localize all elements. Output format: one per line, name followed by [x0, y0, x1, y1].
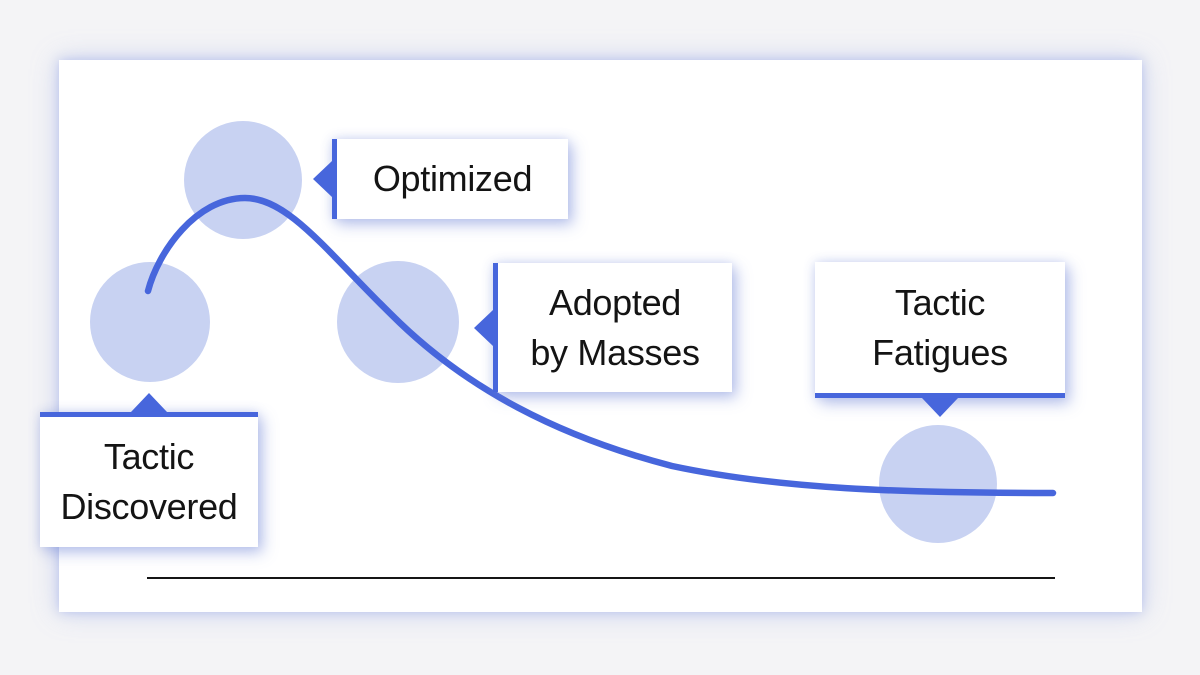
stage-circle-fatigues [879, 425, 997, 543]
label-optimized: Optimized [313, 139, 568, 219]
x-axis-line [147, 577, 1055, 579]
pointer-left-icon [313, 161, 332, 197]
label-tactic-fatigues: Tactic Fatigues [815, 262, 1065, 417]
pointer-down-icon [922, 398, 958, 417]
stage-circle-adopted [337, 261, 459, 383]
label-line: Discovered [60, 486, 238, 527]
pointer-up-icon [131, 393, 167, 412]
label-line: Tactic [103, 436, 195, 478]
label-line: Fatigues [872, 331, 1008, 373]
stage-circle-discovered [90, 262, 210, 382]
label-line: Tactic [894, 281, 986, 323]
label-line: Optimized [372, 158, 533, 200]
stage-circle-optimized [184, 121, 302, 239]
label-line: Adopted [548, 281, 682, 323]
pointer-left-icon [474, 309, 493, 346]
label-line: by Masses [530, 331, 700, 373]
label-tactic-discovered: Tactic Discovered [40, 393, 258, 547]
label-adopted-by-masses: Adopted by Masses [474, 263, 732, 392]
